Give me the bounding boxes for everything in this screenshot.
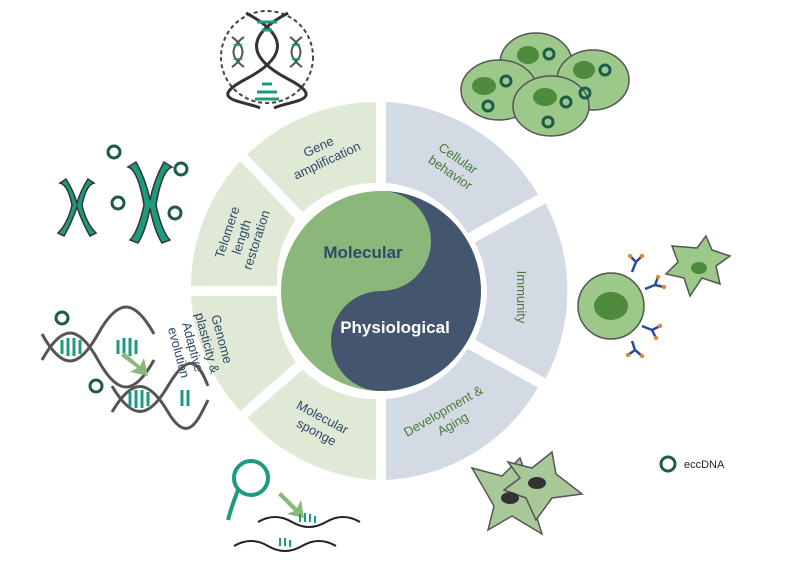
- segment-genome-plasticity: [191, 296, 296, 411]
- segment-gene-amplification: [247, 102, 376, 213]
- label-immunity: Immunity: [514, 271, 529, 324]
- development-aging-cell-illustration: [470, 450, 584, 536]
- gene-amplification-dna-icon: [220, 10, 314, 110]
- eccdna-ring-icon: [659, 455, 677, 473]
- hub-navy-half: [331, 191, 481, 391]
- molecular-sponge-illustration: [226, 459, 361, 552]
- legend: eccDNA: [659, 455, 725, 473]
- genome-plasticity-dna-illustration: [40, 305, 210, 430]
- segment-immunity: [474, 203, 568, 379]
- legend-label: eccDNA: [684, 459, 725, 471]
- yin-yang-hub: [281, 191, 481, 391]
- immune-cell-illustration: [577, 234, 732, 359]
- segment-telomere: [191, 161, 296, 286]
- chromosome-illustration: [56, 144, 189, 244]
- segment-molecular-sponge: [247, 369, 376, 480]
- segment-cellular-behavior: [386, 102, 538, 234]
- segment-development-aging: [386, 348, 538, 480]
- cell-cluster-illustration: [460, 32, 630, 137]
- segment-ring: [191, 102, 568, 480]
- label-telomere: Telomere length restoration: [211, 199, 273, 271]
- hub-label-molecular: Molecular: [323, 243, 403, 262]
- hub-label-physiological: Physiological: [340, 318, 450, 337]
